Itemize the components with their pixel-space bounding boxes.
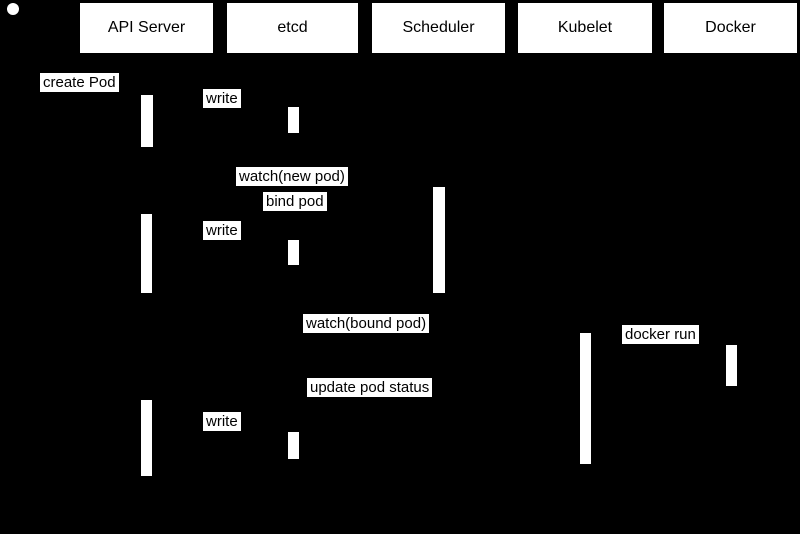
- activation-bar: [726, 345, 737, 386]
- start-marker-icon: [7, 3, 19, 15]
- message-label: write: [203, 221, 241, 240]
- message-label: write: [203, 412, 241, 431]
- participant-box-scheduler: Scheduler: [372, 3, 505, 53]
- activation-bar: [141, 95, 153, 147]
- message-label: watch(bound pod): [303, 314, 430, 333]
- activation-bar: [288, 432, 299, 459]
- message-label: update pod status: [307, 378, 433, 397]
- activation-bar: [433, 187, 445, 293]
- participant-box-etcd: etcd: [227, 3, 358, 53]
- activation-bar: [141, 400, 152, 476]
- activation-bar: [288, 107, 299, 133]
- participant-box-kubelet: Kubelet: [518, 3, 652, 53]
- message-label: write: [203, 89, 241, 108]
- participant-box-docker: Docker: [664, 3, 797, 53]
- activation-bar: [288, 240, 299, 265]
- activation-bar: [141, 214, 152, 293]
- message-label: create Pod: [40, 73, 119, 92]
- message-label: watch(new pod): [236, 167, 348, 186]
- message-label: bind pod: [263, 192, 327, 211]
- activation-bar: [580, 333, 591, 464]
- participant-box-api-server: API Server: [80, 3, 213, 53]
- message-label: docker run: [622, 325, 699, 344]
